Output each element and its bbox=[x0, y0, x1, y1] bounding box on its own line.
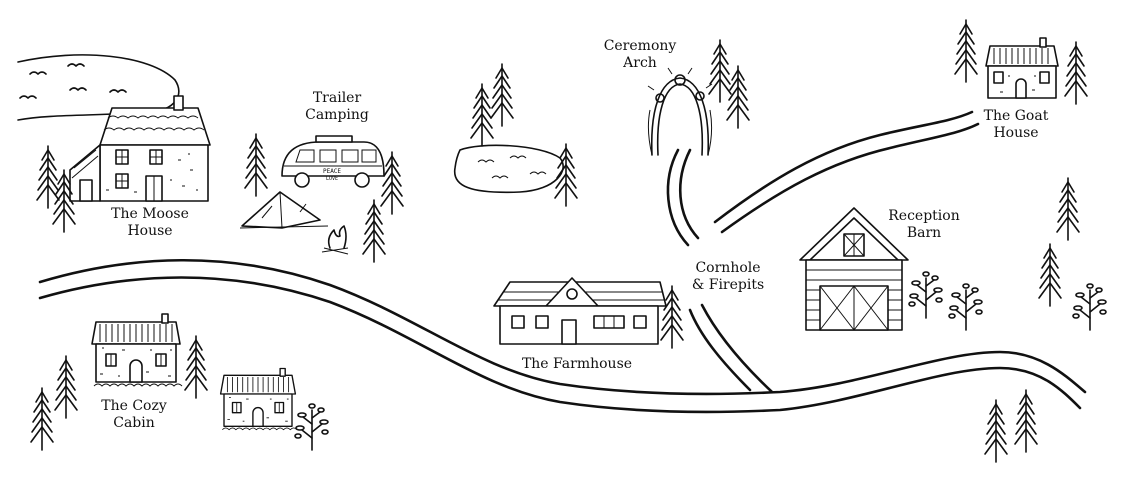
van-text-love: LOVE bbox=[326, 176, 338, 182]
label-cozy-cabin: The Cozy Cabin bbox=[101, 398, 167, 431]
campfire-illustration bbox=[321, 225, 349, 255]
label-trailer-camping: Trailer Camping bbox=[305, 90, 369, 123]
farmhouse-illustration bbox=[493, 277, 667, 345]
label-ceremony-arch: Ceremony Arch bbox=[603, 38, 677, 71]
label-reception-barn: Reception Barn bbox=[888, 208, 960, 241]
label-moose-house: The Moose House bbox=[111, 206, 189, 239]
label-cornhole-firepits: Cornhole & Firepits bbox=[691, 260, 765, 293]
cozy-cabin-illustration bbox=[91, 313, 183, 387]
label-goat-house: The Goat House bbox=[983, 108, 1049, 141]
van-text-peace: PEACE bbox=[323, 168, 341, 175]
moose-house-illustration bbox=[69, 95, 211, 202]
small-cabin-illustration bbox=[219, 367, 298, 431]
camper-van-illustration: PEACE LOVE bbox=[281, 135, 385, 188]
ceremony-arch-illustration bbox=[647, 67, 713, 156]
pond bbox=[453, 144, 564, 194]
tent-illustration bbox=[239, 191, 329, 229]
reception-barn-illustration bbox=[799, 207, 909, 331]
goat-house-illustration bbox=[985, 37, 1059, 99]
label-farmhouse: The Farmhouse bbox=[521, 356, 633, 372]
